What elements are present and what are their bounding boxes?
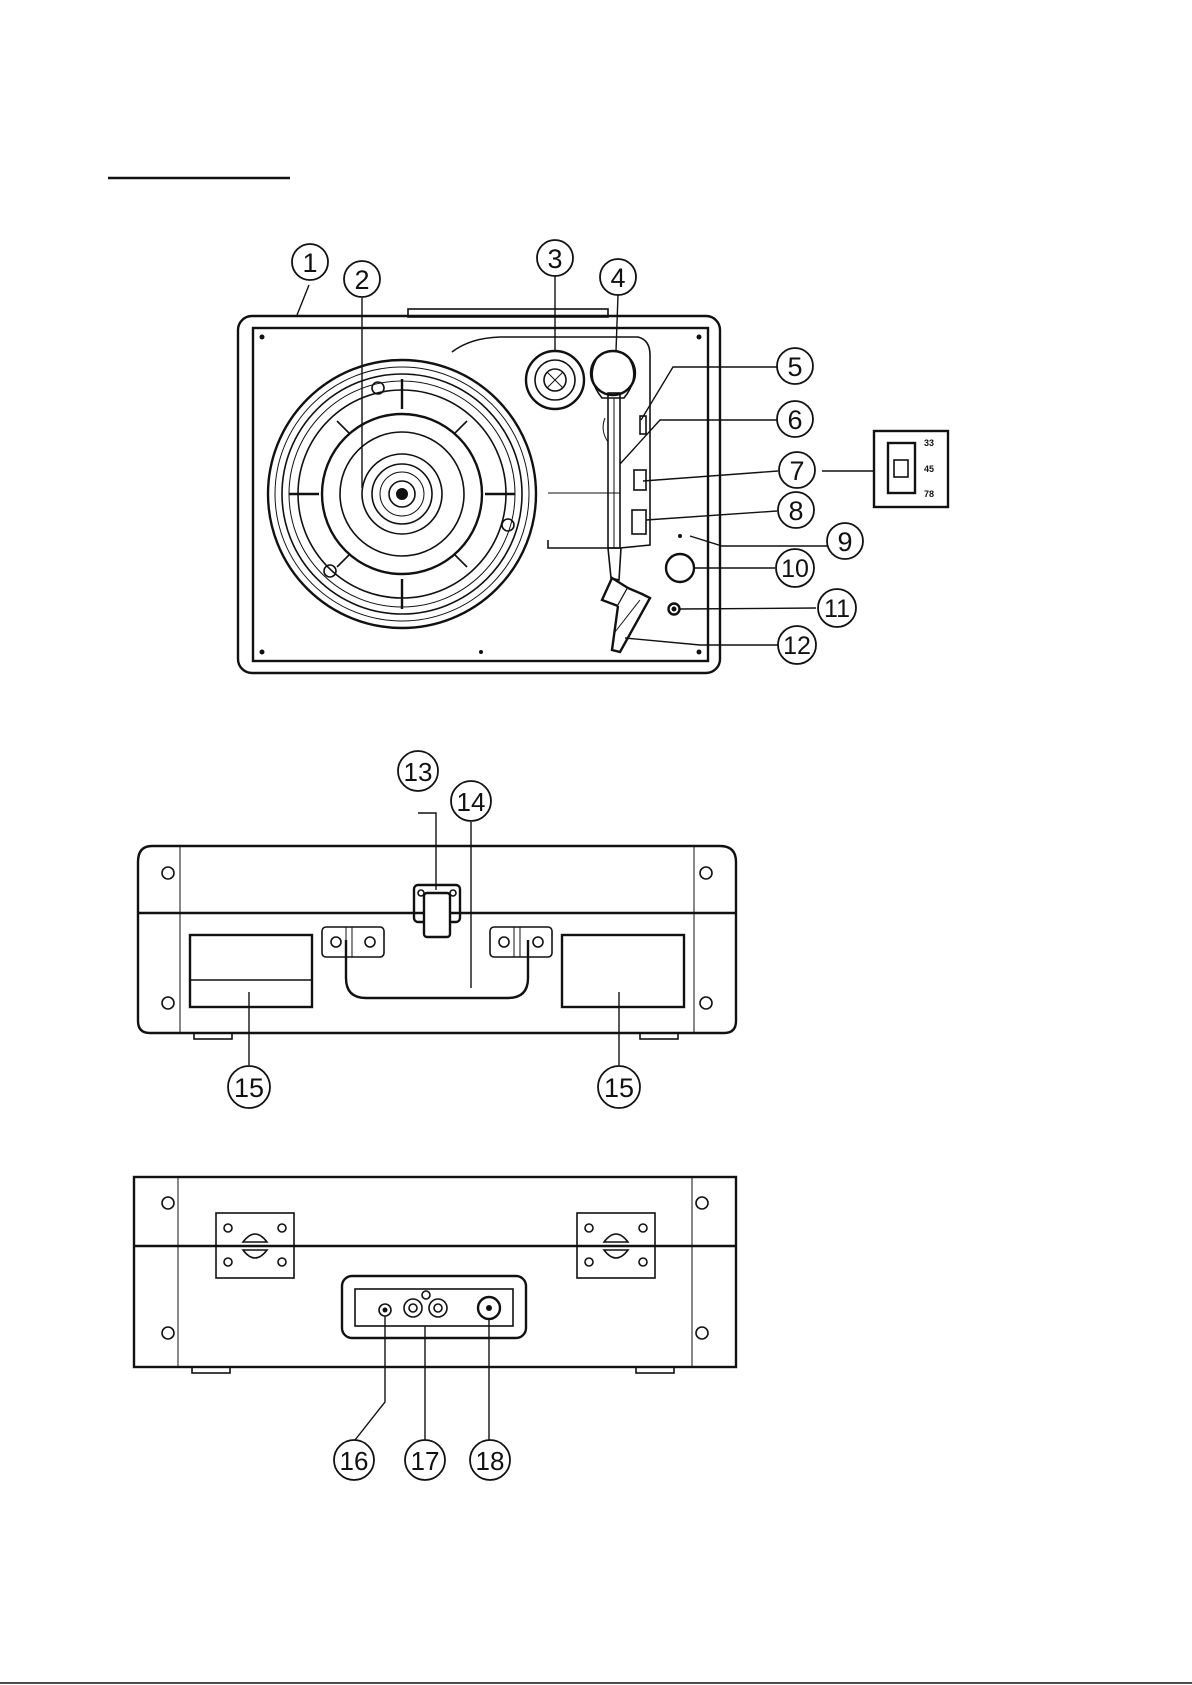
callout-11: 11 [818, 589, 856, 627]
speaker-right [562, 935, 684, 1007]
callout-15-right: 15 [598, 1066, 640, 1108]
callout-17: 17 [405, 1440, 445, 1480]
svg-text:8: 8 [788, 496, 803, 526]
rca-right-jack [429, 1299, 447, 1317]
stop-switch [640, 416, 646, 434]
hinge-right [490, 927, 552, 957]
svg-text:1: 1 [302, 248, 317, 278]
callout-9: 9 [827, 523, 863, 559]
svg-text:4: 4 [610, 263, 625, 293]
rca-left-jack [404, 1299, 422, 1317]
speed-selector-detail: 33 45 78 [874, 431, 948, 507]
svg-text:3: 3 [547, 244, 562, 274]
screw-icon [700, 867, 712, 879]
autostop-switch [632, 510, 646, 534]
callout-7: 7 [779, 452, 815, 488]
svg-text:13: 13 [404, 757, 433, 787]
svg-text:18: 18 [476, 1446, 505, 1476]
platter [268, 360, 536, 628]
counterweight [591, 351, 635, 395]
svg-text:7: 7 [789, 456, 804, 486]
callout-12: 12 [778, 626, 816, 664]
svg-text:16: 16 [340, 1446, 369, 1476]
front-case-outer [138, 846, 736, 1033]
svg-text:2: 2 [354, 265, 369, 295]
carry-handle [346, 940, 528, 998]
tonearm [591, 351, 650, 652]
speed-option-33: 33 [924, 438, 934, 448]
callout-8: 8 [778, 492, 814, 528]
callout-13: 13 [398, 751, 438, 791]
callout-5: 5 [777, 348, 813, 384]
speed-option-78: 78 [924, 489, 934, 499]
speaker-left [190, 935, 312, 1007]
callout-1: 1 [292, 244, 328, 280]
spindle-icon [396, 488, 408, 500]
screw-icon [260, 650, 265, 655]
callout-15-left: 15 [228, 1066, 270, 1108]
connector-panel [342, 1276, 526, 1338]
latch [414, 885, 460, 937]
screw-icon [162, 1327, 174, 1339]
svg-text:17: 17 [411, 1446, 440, 1476]
callout-2: 2 [344, 261, 380, 297]
svg-text:14: 14 [457, 787, 486, 817]
svg-text:12: 12 [783, 632, 811, 660]
svg-text:11: 11 [824, 595, 850, 623]
screw-icon [162, 1197, 174, 1209]
svg-text:15: 15 [234, 1073, 264, 1103]
svg-text:6: 6 [787, 405, 802, 435]
screw-icon [697, 335, 702, 340]
screw-icon [162, 997, 174, 1009]
speed-option-45: 45 [924, 464, 934, 474]
screw-icon [700, 997, 712, 1009]
callout-16: 16 [334, 1440, 374, 1480]
power-led [678, 534, 682, 538]
speed-switch [634, 470, 646, 490]
callout-14: 14 [451, 781, 491, 821]
volume-knob [666, 554, 694, 582]
svg-text:5: 5 [787, 352, 802, 382]
screw-icon [697, 650, 702, 655]
screw-icon [696, 1327, 708, 1339]
rear-view [134, 1177, 736, 1440]
45-adapter [526, 351, 584, 409]
callout-4: 4 [600, 259, 636, 295]
svg-text:15: 15 [604, 1073, 634, 1103]
screw-icon [260, 335, 265, 340]
callout-6: 6 [777, 401, 813, 437]
svg-text:9: 9 [837, 527, 852, 557]
screw-icon [696, 1197, 708, 1209]
front-view [138, 813, 736, 1065]
callout-10: 10 [776, 549, 814, 587]
hinge-left [322, 927, 384, 957]
tonearm-plate-inner [548, 493, 620, 548]
screw-icon [162, 867, 174, 879]
callout-3: 3 [537, 240, 573, 276]
callout-18: 18 [470, 1440, 510, 1480]
svg-text:10: 10 [781, 555, 809, 583]
screw-icon [479, 650, 483, 654]
